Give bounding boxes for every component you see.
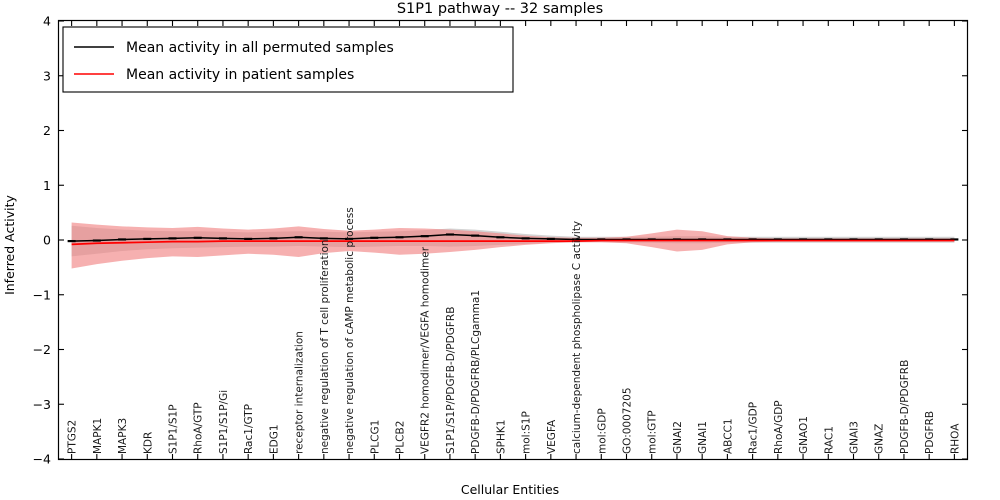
x-tick-label: PLCG1 [369,420,381,454]
x-tick-label: GNAO1 [798,416,810,454]
x-tick-label: RhoA/GDP [773,400,785,454]
x-tick-label: RHOA [949,423,961,454]
x-axis: PTGS2 MAPK1 MAPK3 KDR S1P1/S1P RhoA/GTP S1P1/S… [67,21,961,459]
x-tick-label: GNAZ [874,424,886,454]
y-axis: −4 −3 −2 −1 0 1 2 3 4 [33,14,967,467]
x-tick-label: calcium-dependent phospholipase C activi… [571,221,583,454]
x-tick-label: VEGFA [546,419,558,454]
x-tick-label: PLCB2 [395,421,407,454]
y-tick-label: −3 [33,397,51,412]
x-tick-label: SPHK1 [495,420,507,454]
x-tick-label: GNAI1 [697,421,709,454]
x-tick-label: receptor internalization [294,331,306,454]
y-tick-label: 4 [43,14,51,29]
y-tick-label: 1 [43,178,51,193]
x-tick-label: VEGFR2 homodimer/VEGFA homodimer [420,246,432,454]
plot-frame [57,19,969,461]
x-tick-label: mol:GTP [647,410,659,454]
x-tick-label: mol:GDP [596,408,608,454]
x-tick-label: mol:S1P [521,411,533,454]
x-tick-label: S1P1/S1P/PDGFB-D/PDGFRB [445,307,457,454]
y-tick-label: 2 [43,123,51,138]
x-tick-label: RhoA/GTP [193,402,205,454]
x-tick-label: RAC1 [823,426,835,454]
series-lines [67,233,959,246]
x-tick-label: MAPK3 [117,418,129,454]
x-tick-label: PDGFB-D/PDGFRB [899,360,911,454]
x-tick-label: GO:0007205 [622,387,634,454]
x-tick-label: EDG1 [268,424,280,454]
x-axis-label: Cellular Entities [461,482,559,497]
legend-label-patient: Mean activity in patient samples [126,67,354,83]
x-tick-label: PTGS2 [67,420,79,454]
x-tick-label: PDGFRB [924,411,936,454]
x-tick-label: negative regulation of T cell proliferat… [319,239,331,454]
x-tick-label: negative regulation of cAMP metabolic pr… [344,207,356,454]
x-tick-label: S1P1/S1P [168,404,180,454]
chart-legend[interactable]: Mean activity in all permuted samples Me… [62,26,514,93]
x-tick-label: S1P1/S1P/Gi [218,390,230,454]
x-tick-label: ABCC1 [722,418,734,454]
legend-box [62,26,514,93]
y-tick-label: 0 [43,233,51,248]
x-tick-label: GNAI3 [849,421,861,454]
x-tick-label: PDGFB-D/PDGFRB/PLCgamma1 [470,290,482,454]
y-tick-label: −4 [33,452,51,467]
chart-title: S1P1 pathway -- 32 samples [397,1,603,17]
x-tick-label: MAPK1 [92,418,104,454]
y-tick-label: −1 [33,287,51,302]
legend-label-permuted: Mean activity in all permuted samples [126,40,394,56]
x-tick-label: KDR [142,432,154,454]
x-tick-label: Rac1/GTP [243,404,255,454]
y-tick-label: −2 [33,342,51,357]
y-tick-label: 3 [43,68,51,83]
x-tick-label: GNAI2 [672,421,684,454]
y-axis-label: Inferred Activity [2,194,17,294]
x-tick-label: Rac1/GDP [748,402,760,454]
